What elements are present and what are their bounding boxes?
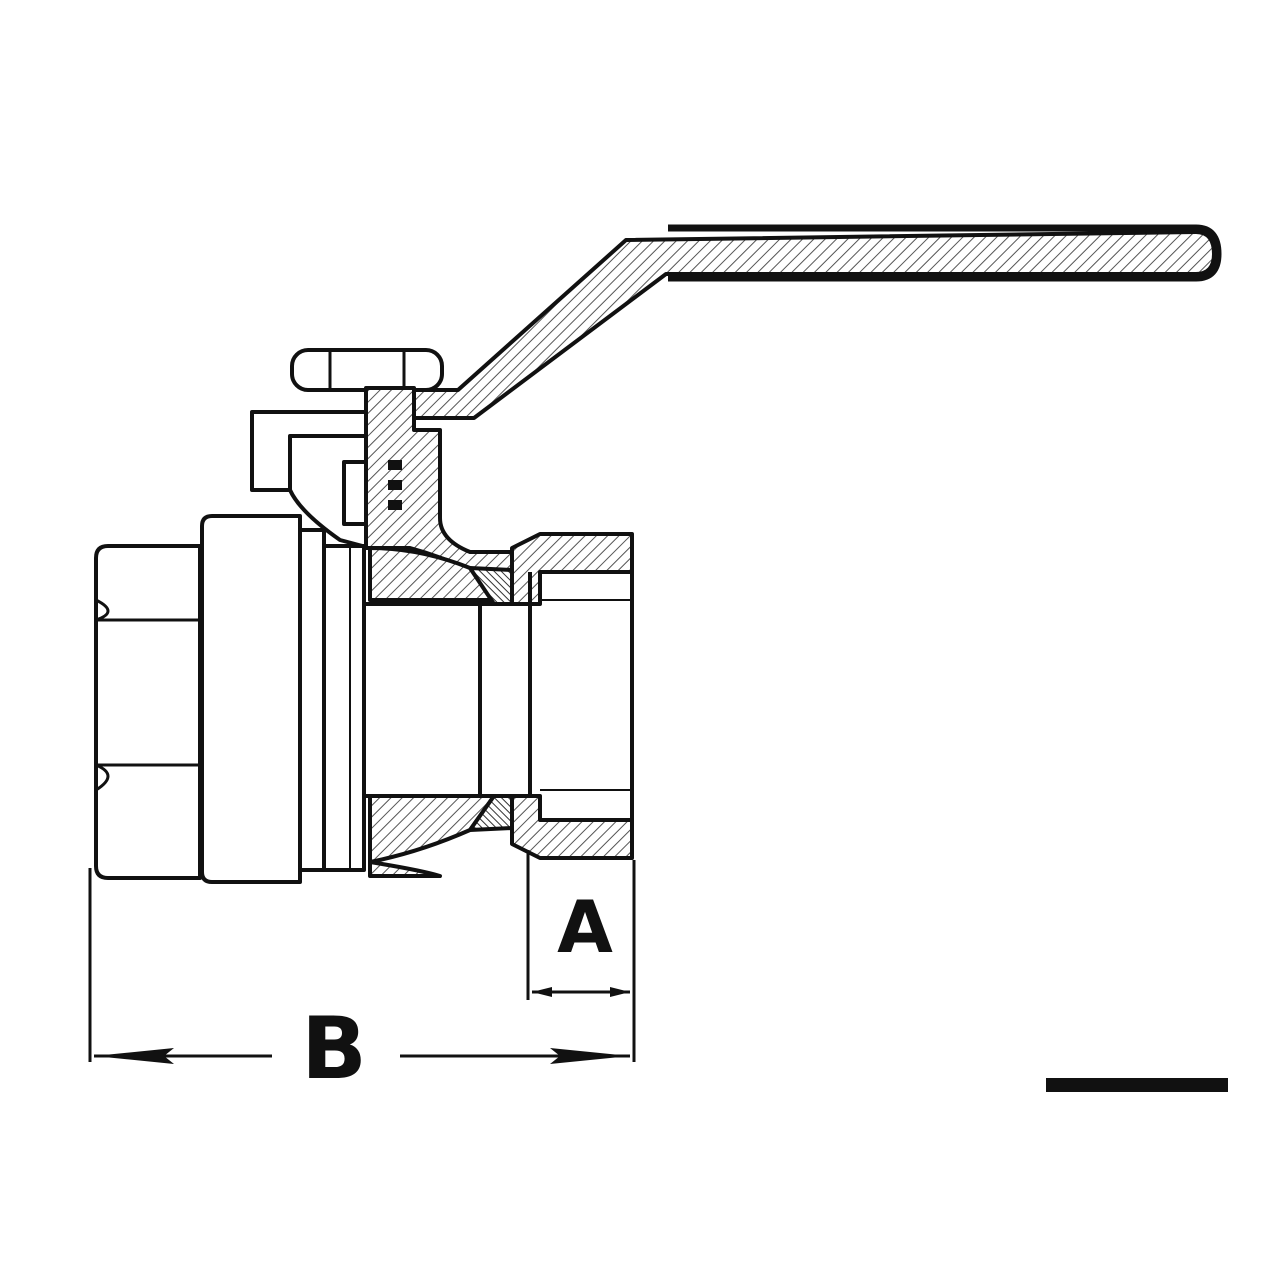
scale-bar [1046,1078,1228,1092]
body-lower-section [368,794,634,878]
valve-bore [366,572,634,820]
body-collar [200,514,366,884]
dimension-a-label: A [557,885,613,969]
dimension-b-label: B [301,999,367,1099]
dimension-lines [88,850,636,1064]
hex-end-nut [94,544,202,880]
lever-handle [412,224,1222,420]
